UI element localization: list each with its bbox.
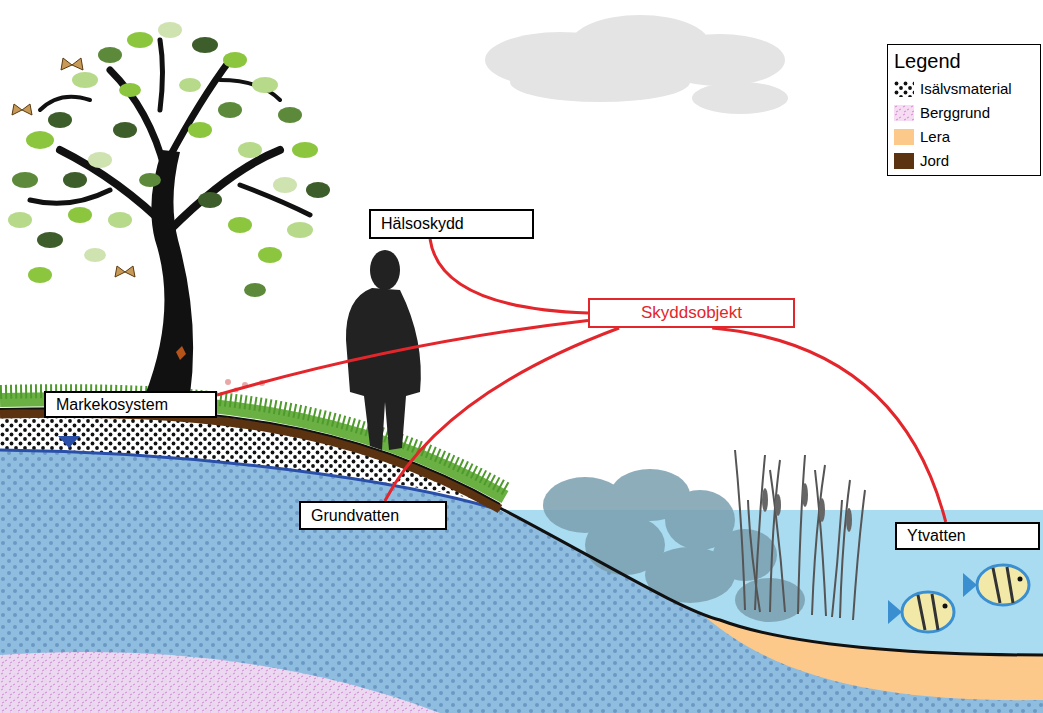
- legend-swatch: [894, 153, 914, 169]
- label-box: Markekosystem: [44, 391, 217, 418]
- box-label: Ytvatten: [907, 527, 966, 545]
- tree: [8, 22, 330, 395]
- reed-heads: [762, 483, 852, 532]
- legend-label: Jord: [920, 152, 949, 169]
- groundwater-zone: [0, 450, 1043, 713]
- box-label: Markekosystem: [56, 396, 168, 414]
- legend-row: Jord: [894, 152, 1034, 169]
- connector-line: [217, 321, 588, 396]
- fish: [888, 565, 1029, 632]
- box-label: Skyddsobjekt: [641, 303, 742, 323]
- connector-line: [385, 328, 619, 501]
- grass-blades: [0, 391, 508, 490]
- box-label: Grundvatten: [311, 507, 399, 525]
- person-silhouette: [346, 250, 421, 450]
- butterflies: [12, 58, 135, 277]
- connector-line: [430, 239, 588, 313]
- label-box: Grundvatten: [299, 501, 447, 530]
- legend-swatch: [894, 129, 914, 145]
- legend-label: Berggrund: [920, 104, 990, 121]
- lake-floor: [500, 508, 1043, 655]
- water-table-symbol: [58, 436, 80, 448]
- label-box: Ytvatten: [895, 522, 1040, 550]
- legend-box: LegendIsälvsmaterialBerggrundLeraJord: [887, 44, 1041, 176]
- label-box: Hälsoskydd: [369, 209, 534, 239]
- legend-row: Isälvsmaterial: [894, 80, 1034, 97]
- rocks: [543, 469, 805, 622]
- legend-row: Lera: [894, 128, 1034, 145]
- legend-swatch: [894, 81, 914, 97]
- legend-label: Lera: [920, 128, 950, 145]
- legend-title: Legend: [894, 49, 1034, 73]
- box-label: Hälsoskydd: [381, 215, 464, 233]
- legend-row: Berggrund: [894, 104, 1034, 121]
- bedrock: [0, 652, 440, 713]
- cloud: [485, 15, 788, 114]
- legend-label: Isälvsmaterial: [920, 80, 1012, 97]
- reeds: [735, 450, 865, 620]
- flowers: [225, 379, 265, 393]
- legend-swatch: [894, 105, 914, 121]
- connector-line: [712, 328, 946, 522]
- central-box: Skyddsobjekt: [588, 298, 795, 328]
